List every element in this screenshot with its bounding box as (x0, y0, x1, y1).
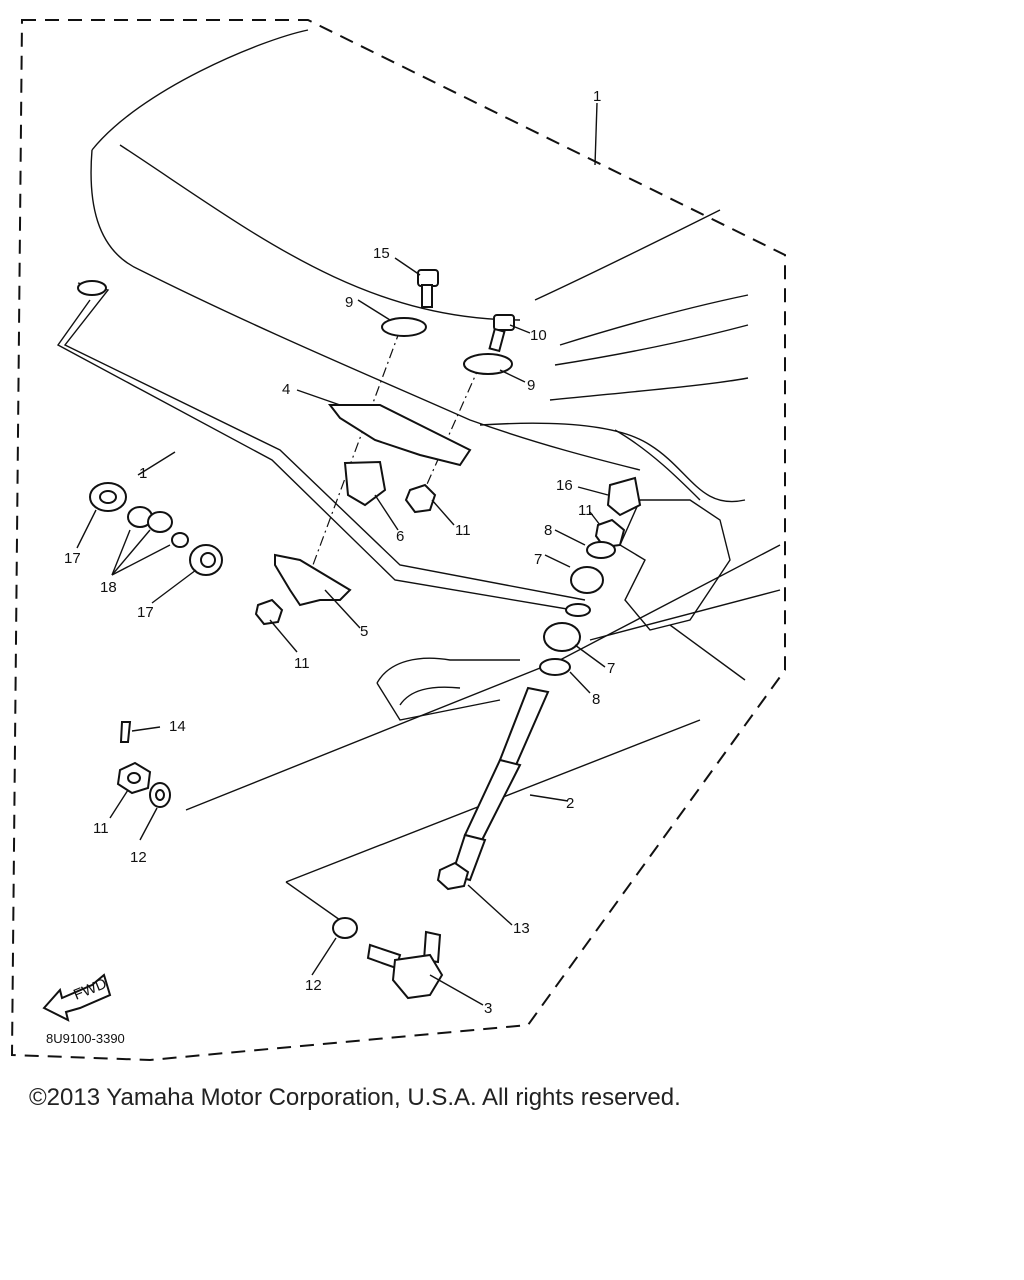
stabilizer-rod (56, 280, 586, 613)
callout-12-left: 12 (130, 849, 147, 866)
ball-joint-3 (366, 930, 444, 1000)
seat-body-outline (90, 29, 749, 503)
cap-16 (606, 476, 642, 517)
callout-15: 15 (373, 245, 390, 262)
nut-13 (436, 861, 470, 891)
washer-9-left (381, 317, 427, 337)
bracket-4 (327, 404, 472, 467)
washer-9-right (463, 353, 513, 375)
callout-7-lower: 7 (607, 660, 615, 677)
bolt-10 (488, 314, 515, 353)
callouts: 1 1 2 3 4 5 6 7 7 8 8 9 9 10 11 11 11 11… (64, 88, 615, 1017)
nut-11-right (594, 518, 626, 549)
nut-11-left (254, 598, 284, 626)
callout-18: 18 (100, 579, 117, 596)
callout-8-lower: 8 (592, 691, 600, 708)
callout-2: 2 (566, 795, 574, 812)
callout-11-left: 11 (294, 655, 310, 672)
nut-11-bottom (116, 761, 152, 795)
bushing-17-left (89, 482, 127, 512)
callout-1-rod: 1 (139, 465, 147, 482)
callout-11-center: 11 (455, 522, 471, 539)
callout-4: 4 (282, 381, 290, 398)
callout-9-right: 9 (527, 377, 535, 394)
callout-8-upper: 8 (544, 522, 552, 539)
callout-1-top: 1 (593, 88, 601, 105)
washer-12-bottom (332, 917, 358, 939)
bushing-7-lower (543, 622, 581, 652)
callout-9-left: 9 (345, 294, 353, 311)
callout-12-bottom: 12 (305, 977, 322, 994)
bushing-17-right (189, 544, 223, 576)
nut-11-center (404, 483, 437, 514)
callout-11-right: 11 (578, 502, 594, 519)
holder-6 (343, 460, 387, 507)
callout-14: 14 (169, 718, 186, 735)
assembly-boundary (10, 19, 786, 1062)
pin-14 (119, 721, 132, 743)
clamps-18 (127, 506, 189, 548)
washer-12-left (149, 782, 171, 808)
rod-end-washer (565, 603, 591, 617)
callout-11-bottom: 11 (93, 820, 109, 837)
bracket-5 (274, 553, 352, 607)
callout-3: 3 (484, 1000, 492, 1017)
forward-arrow-icon: FWD (42, 973, 112, 1022)
diagram-code: 8U9100-3390 (46, 1031, 125, 1046)
callout-10: 10 (530, 327, 547, 344)
stabilizer-link-rod-2 (450, 686, 550, 882)
callout-7-upper: 7 (534, 551, 542, 568)
washer-8-upper (586, 541, 616, 559)
callout-6: 6 (396, 528, 404, 545)
callout-13: 13 (513, 920, 530, 937)
callout-17-right: 17 (137, 604, 154, 621)
bushing-7-upper (570, 566, 604, 594)
parts-diagram: FWD 1 1 2 3 4 (10, 19, 786, 1062)
copyright-notice: ©2013 Yamaha Motor Corporation, U.S.A. A… (29, 1084, 681, 1111)
callout-5: 5 (360, 623, 368, 640)
callout-17-left: 17 (64, 550, 81, 567)
centerlines (299, 329, 481, 601)
leader-lines (76, 102, 609, 1006)
callout-16: 16 (556, 477, 573, 494)
washer-8-lower (539, 658, 571, 676)
bolt-15 (417, 269, 439, 308)
